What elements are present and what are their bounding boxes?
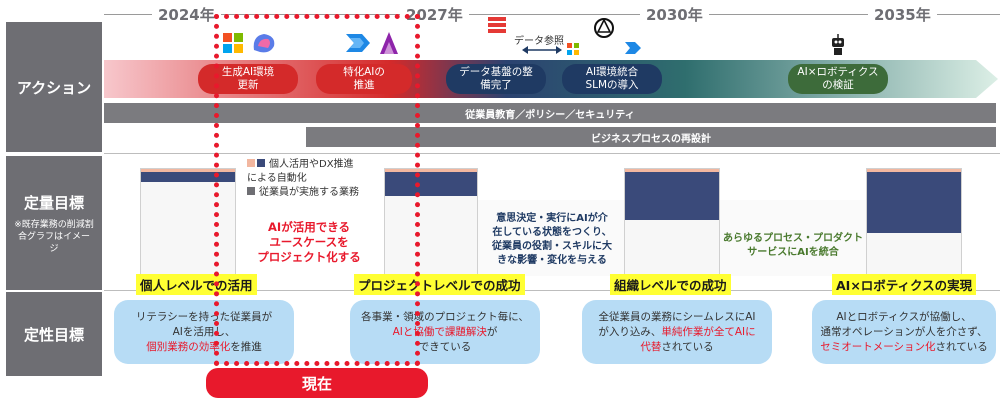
power-automate-small-icon <box>625 42 641 54</box>
bidirectional-arrow-icon <box>522 46 562 54</box>
level-label-robotics: AI×ロボティクスの実現 <box>832 274 977 295</box>
robot-icon <box>832 34 844 55</box>
green-annotation: あらゆるプロセス・プロダクト サービスにAIを統合 <box>723 233 863 258</box>
timeline-line <box>104 14 1000 15</box>
action-data-platform: データ基盤の整備完了 <box>446 64 546 94</box>
power-apps-icon <box>380 32 398 54</box>
year-2024: 2024年 <box>152 4 221 25</box>
business-process-bar: ビジネスプロセスの再設計 <box>306 127 996 147</box>
copilot-icon <box>223 33 243 53</box>
bar-connector <box>478 200 624 276</box>
row-label-action: アクション <box>6 22 102 152</box>
legend-swatch-ai <box>257 159 265 167</box>
legend: 個人活用やDX推進 による自動化 従業員が実施する業務 <box>244 157 362 201</box>
quantitative-note: ※既存業務の削減割合グラフはイメージ <box>14 219 94 254</box>
current-label: 現在 <box>206 368 428 398</box>
quant-bar-individual <box>140 168 236 276</box>
bar-connector <box>720 200 866 276</box>
data-reference-label: データ参照 <box>514 36 564 47</box>
qual-box-individual: リテラシーを持った従業員が AIを活用し、 個別業務の効率化を推進 <box>114 300 294 364</box>
quant-bar-project <box>384 168 478 276</box>
qual-box-organization: 全従業員の業務にシームレスにAI が入り込み、単純作業が全てAIに 代替されてい… <box>582 300 772 364</box>
current-frame <box>214 14 420 366</box>
separator <box>104 290 1000 291</box>
qual-box-project: 各事業・領域のプロジェクト毎に、 AIと協働で課題解決が できている <box>350 300 540 364</box>
employee-education-bar: 従業員教育／ポリシー／セキュリティ <box>104 103 996 123</box>
year-2030: 2030年 <box>640 4 709 25</box>
separator <box>104 153 1000 154</box>
red-annotation: AIが活用できる ユースケースを プロジェクト化する <box>257 220 361 264</box>
action-specialized-ai: 特化AIの推進 <box>316 64 412 94</box>
row-label-qualitative: 定性目標 <box>6 292 102 376</box>
copilot-swirl-icon <box>253 34 275 53</box>
blue-annotation: 意思決定・実行にAIが介 在している状態をつくり、 従業員の役割・スキルに大 き… <box>492 213 612 266</box>
copilot-small-icon <box>567 43 579 55</box>
action-ai-robotics: AI×ロボティクスの検証 <box>788 64 888 94</box>
power-automate-icon <box>346 34 370 52</box>
database-stack-icon <box>488 17 506 33</box>
legend-swatch-auto <box>247 159 255 167</box>
legend-swatch-employee <box>247 187 255 195</box>
quant-bar-organization <box>624 168 720 276</box>
qual-box-robotics: AIとロボティクスが協働し、 通常オペレーションが人を介さず、 セミオートメーシ… <box>812 300 996 364</box>
openai-icon <box>594 18 614 38</box>
level-label-project: プロジェクトレベルでの成功 <box>354 274 525 295</box>
level-label-individual: 個人レベルでの活用 <box>136 274 257 295</box>
year-2035: 2035年 <box>868 4 937 25</box>
row-label-quantitative: 定量目標 ※既存業務の削減割合グラフはイメージ <box>6 156 102 290</box>
quant-bar-robotics <box>866 168 962 276</box>
level-label-organization: 組織レベルでの成功 <box>610 274 731 295</box>
